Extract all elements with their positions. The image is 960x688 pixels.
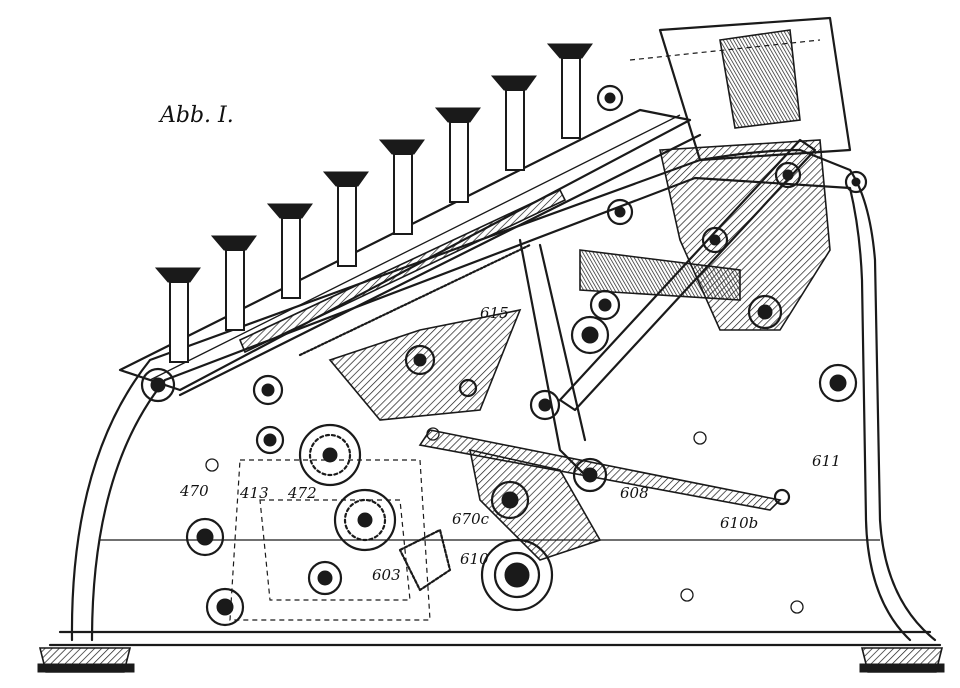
label-615: 615 [480, 304, 509, 322]
label-610b: 610b [720, 514, 758, 532]
gear-472 [298, 423, 362, 487]
label-610: 610 [460, 550, 489, 568]
gear-603 [333, 488, 397, 552]
key-5 [378, 139, 425, 235]
figure-title: Abb. I. [158, 103, 234, 128]
label-670c: 670c [452, 510, 490, 528]
key-2 [210, 235, 257, 331]
rack-610 [398, 528, 452, 592]
right-foot [859, 647, 945, 673]
pivots [140, 84, 868, 627]
label-608: 608 [620, 484, 649, 502]
key-6 [434, 107, 481, 203]
key-7 [490, 75, 537, 171]
lever-assembly [229, 138, 831, 621]
holes [205, 427, 804, 614]
label-611: 611 [812, 452, 841, 470]
spring-615 [298, 243, 532, 357]
key-3 [266, 203, 313, 299]
left-foot [37, 647, 135, 673]
label-470: 470 [179, 482, 209, 500]
key-8 [546, 43, 593, 139]
label-472: 472 [287, 484, 317, 502]
label-603: 603 [372, 566, 401, 584]
key-1 [154, 267, 201, 363]
label-413: 413 [239, 484, 269, 502]
key-4 [322, 171, 369, 267]
